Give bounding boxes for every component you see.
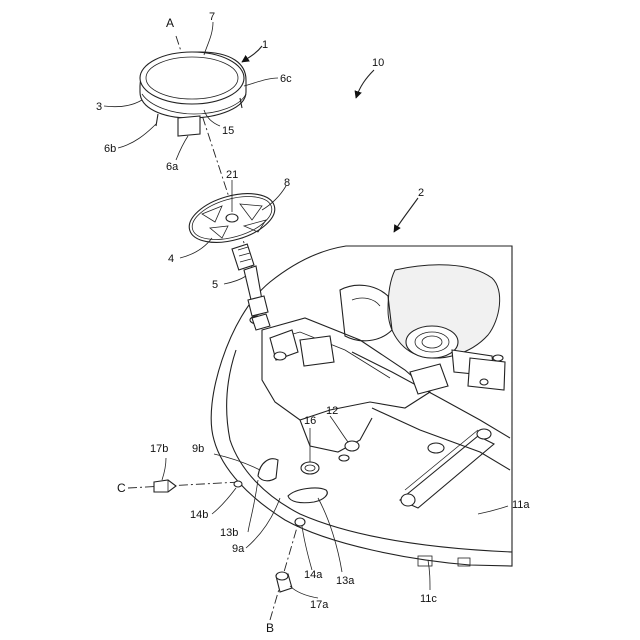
- label-5: 5: [212, 279, 218, 291]
- label-10: 10: [372, 57, 384, 69]
- label-3: 3: [96, 101, 102, 113]
- label-17b: 17b: [150, 443, 168, 455]
- label-13a: 13a: [336, 575, 355, 587]
- label-6a: 6a: [166, 161, 179, 173]
- label-17a: 17a: [310, 599, 329, 611]
- label-11c: 11c: [420, 593, 437, 605]
- cap-element: [140, 52, 246, 136]
- label-9a: 9a: [232, 543, 245, 555]
- label-4: 4: [168, 253, 174, 265]
- label-6c: 6c: [280, 73, 292, 85]
- label-16: 16: [304, 415, 316, 427]
- label-axis-c: C: [117, 481, 126, 495]
- label-9b: 9b: [192, 443, 204, 455]
- label-11a: 11a: [512, 499, 530, 511]
- label-axis-b: B: [266, 621, 274, 635]
- label-axis-a: A: [166, 16, 174, 30]
- label-8: 8: [284, 177, 290, 189]
- label-2: 2: [418, 187, 424, 199]
- arrow-2: [394, 198, 418, 232]
- label-6b: 6b: [104, 143, 116, 155]
- label-7: 7: [209, 11, 215, 23]
- axis-c-line: [128, 482, 240, 488]
- pin-17b: [154, 480, 176, 492]
- label-13b: 13b: [220, 527, 238, 539]
- arrow-10: [356, 70, 374, 98]
- label-15: 15: [222, 125, 234, 137]
- label-14b: 14b: [190, 509, 208, 521]
- label-1: 1: [262, 39, 268, 51]
- label-12: 12: [326, 405, 338, 417]
- label-21: 21: [226, 169, 238, 181]
- label-14a: 14a: [304, 569, 323, 581]
- arrow-1: [242, 46, 262, 62]
